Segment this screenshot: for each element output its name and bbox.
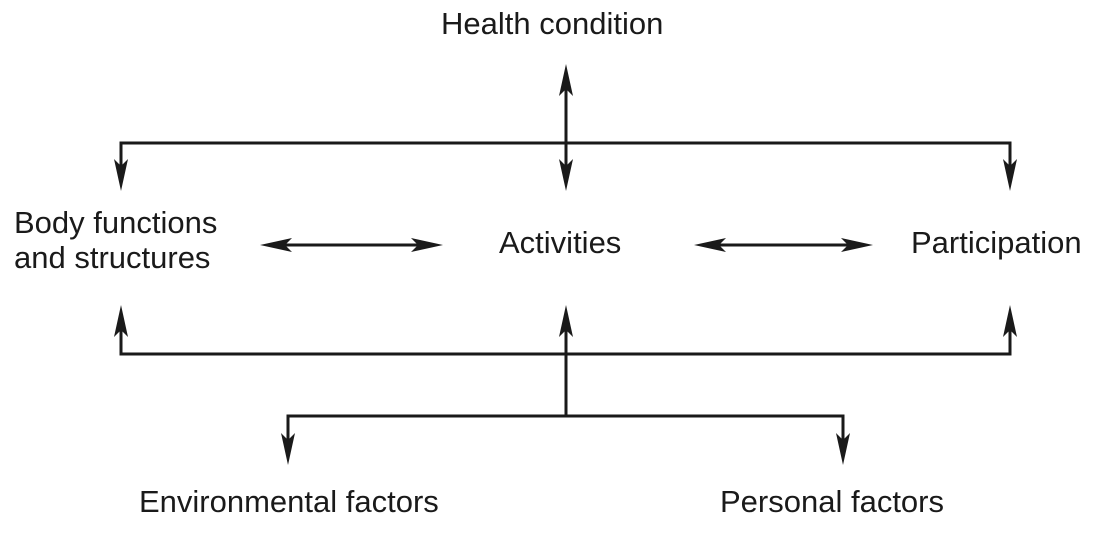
arrowhead-up-activities — [559, 305, 573, 337]
arrowhead-left-body — [260, 238, 292, 252]
arrowhead-down-body — [114, 159, 128, 191]
health-condition-label: Health condition — [441, 6, 664, 41]
arrowhead-right-activities — [411, 238, 443, 252]
arrowhead-down-activities — [559, 159, 573, 191]
arrowhead-down-environmental — [281, 433, 295, 465]
participation-label: Participation — [911, 225, 1082, 260]
arrowhead-up-participation — [1003, 305, 1017, 337]
body-functions-label: Body functions and structures — [14, 205, 217, 275]
body-functions-label-line-1: Body functions — [14, 205, 218, 240]
activities-label: Activities — [499, 225, 622, 260]
arrowhead-up-body — [114, 305, 128, 337]
body-functions-label-line-2: and structures — [14, 240, 211, 275]
connector-bottom-bracket — [119, 316, 1012, 356]
arrowhead-down-personal — [836, 433, 850, 465]
personal-factors-label: Personal factors — [720, 484, 944, 519]
arrowhead-up-health — [559, 64, 573, 96]
environmental-factors-label: Environmental factors — [139, 484, 439, 519]
connector-context-bracket — [286, 414, 845, 455]
arrowhead-right-participation — [841, 238, 873, 252]
arrowhead-left-activities — [694, 238, 726, 252]
connector-top-bracket — [119, 141, 1012, 180]
arrowhead-down-participation — [1003, 159, 1017, 191]
